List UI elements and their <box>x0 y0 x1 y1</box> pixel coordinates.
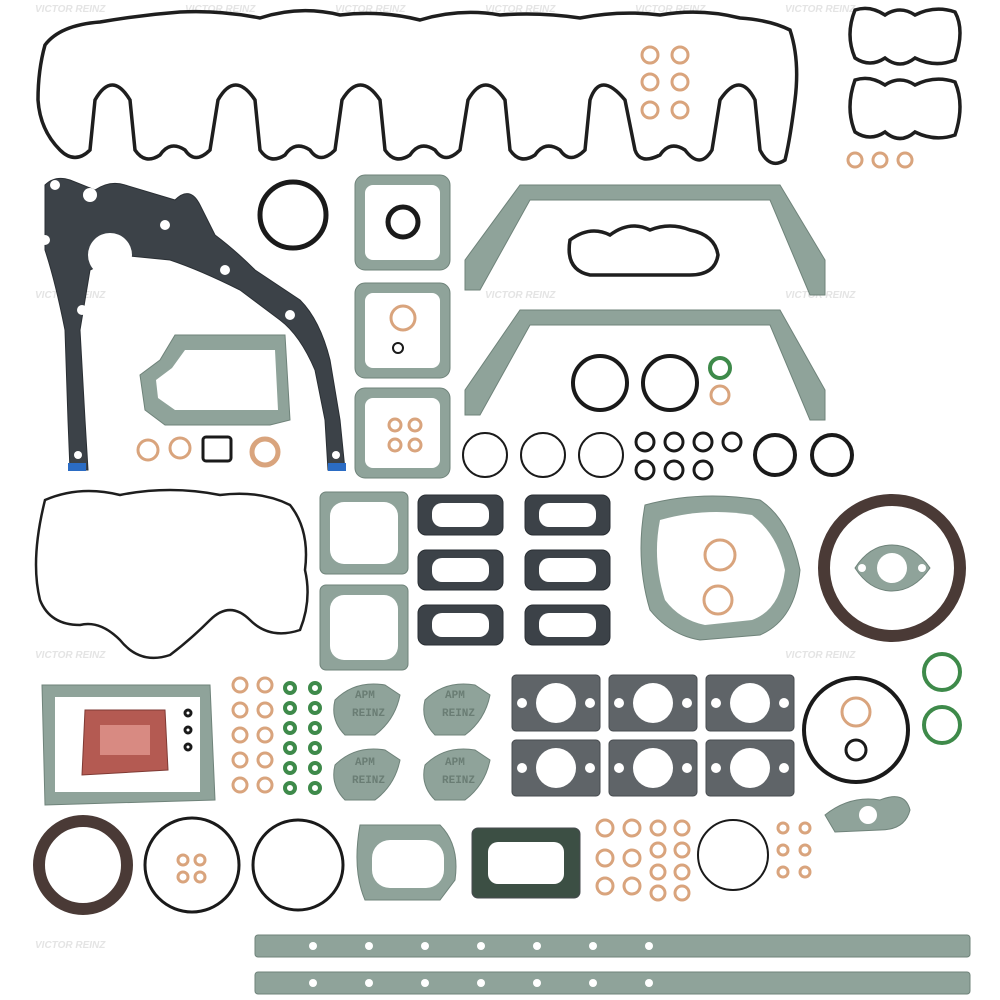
svg-text:APM: APM <box>445 690 465 702</box>
oil-pump-opening <box>88 233 132 277</box>
timing-cover-gasket <box>44 177 346 471</box>
copper-washer-grid <box>231 676 274 794</box>
o-ring-bottom-3 <box>697 819 769 891</box>
watermark-grid: VICTOR REINZ VICTOR REINZ VICTOR REINZ V… <box>35 4 856 951</box>
svg-text:VICTOR REINZ: VICTOR REINZ <box>485 290 556 301</box>
svg-text:VICTOR REINZ: VICTOR REINZ <box>785 4 856 15</box>
svg-text:VICTOR REINZ: VICTOR REINZ <box>35 650 106 661</box>
copper-washers-top-center <box>640 45 690 120</box>
crankshaft-seal-small <box>33 815 133 915</box>
crankshaft-seal-large <box>818 494 966 642</box>
injector-seal-gaskets <box>417 494 611 646</box>
svg-text:REINZ: REINZ <box>442 775 475 787</box>
timing-cover-bolt-holes <box>40 180 340 459</box>
copper-washer-grid-bottom <box>595 818 691 902</box>
svg-text:VICTOR REINZ: VICTOR REINZ <box>35 4 106 15</box>
green-o-ring-2 <box>922 705 962 745</box>
svg-text:APM: APM <box>445 757 465 769</box>
intake-gasket-small-2 <box>848 76 962 141</box>
svg-text:REINZ: REINZ <box>352 775 385 787</box>
valve-cover-gasket <box>36 8 799 166</box>
svg-text:VICTOR REINZ: VICTOR REINZ <box>185 4 256 15</box>
svg-text:VICTOR REINZ: VICTOR REINZ <box>635 4 706 15</box>
oil-cooler-gasket <box>567 224 720 277</box>
washers-in-ring <box>176 853 207 884</box>
svg-text:VICTOR REINZ: VICTOR REINZ <box>35 940 106 951</box>
small-black-rings <box>183 708 193 752</box>
svg-text:APM: APM <box>355 757 375 769</box>
apm-reinz-gaskets: APM REINZ APM REINZ APM REINZ APM REINZ <box>333 683 491 801</box>
svg-text:REINZ: REINZ <box>442 708 475 720</box>
cylinder-square-gaskets <box>319 491 409 671</box>
svg-text:VICTOR REINZ: VICTOR REINZ <box>785 650 856 661</box>
o-ring-bottom-1 <box>143 816 241 914</box>
washers-row-left <box>136 435 281 468</box>
large-o-ring-right <box>802 676 910 784</box>
svg-text:VICTOR REINZ: VICTOR REINZ <box>485 4 556 15</box>
copper-washers-small-right <box>776 821 812 879</box>
rear-cover-gasket-upper <box>464 184 826 296</box>
oil-pan-gasket <box>34 488 309 660</box>
copper-washers-top-right <box>846 151 914 169</box>
o-ring-row-middle <box>462 354 854 481</box>
oil-pan-rail-gaskets <box>254 934 971 995</box>
large-o-ring <box>257 179 329 251</box>
svg-text:APM: APM <box>355 690 375 702</box>
blue-tab-right <box>328 463 346 471</box>
square-gasket-column <box>354 174 451 479</box>
o-ring-bottom-2 <box>251 818 345 912</box>
exhaust-manifold-gaskets <box>511 674 795 797</box>
svg-text:VICTOR REINZ: VICTOR REINZ <box>335 4 406 15</box>
green-o-ring-1 <box>922 652 962 692</box>
blue-tab-left <box>68 463 86 471</box>
svg-text:REINZ: REINZ <box>352 708 385 720</box>
rear-cover-gasket-lower <box>464 309 826 421</box>
valve-stem-seals <box>283 681 322 795</box>
intake-gasket-small-1 <box>848 6 962 66</box>
